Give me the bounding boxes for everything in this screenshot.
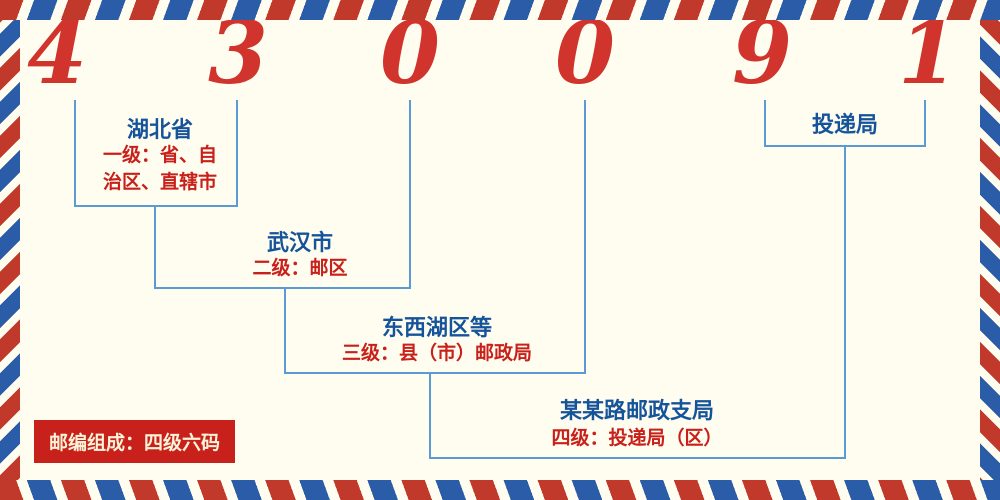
connector-line <box>74 205 238 207</box>
postal-digit-3: 0 <box>380 3 440 104</box>
composition-badge: 邮编组成：四级六码 <box>34 420 236 463</box>
airmail-border-right <box>980 0 1000 500</box>
connector-line <box>236 100 238 206</box>
connector-line <box>284 287 286 374</box>
connector-line <box>764 145 926 147</box>
connector-line <box>844 145 846 459</box>
connector-line <box>154 205 156 289</box>
postal-digit-4: 0 <box>555 3 615 104</box>
connector-line <box>284 372 586 374</box>
level1-desc-line2: 治区、直辖市 <box>102 171 218 193</box>
level1-desc: 一级：省、自 治区、直辖市 <box>103 142 217 196</box>
connector-line <box>429 372 431 459</box>
connector-line <box>409 100 411 289</box>
connector-line <box>584 100 586 374</box>
delivery-bureau-title: 投递局 <box>811 113 879 138</box>
postal-digit-5: 9 <box>732 3 792 104</box>
connector-line <box>74 100 76 206</box>
level3-title: 东西湖区等 <box>381 316 493 341</box>
connector-line <box>924 100 926 147</box>
postal-digit-2: 3 <box>208 3 268 104</box>
level2-title: 武汉市 <box>266 231 334 256</box>
level1-desc-line1: 一级：省、自 <box>102 144 218 166</box>
level3-desc: 三级：县（市）邮政局 <box>341 342 533 364</box>
level4-title: 某某路邮政支局 <box>559 399 715 424</box>
postal-digit-6: 1 <box>898 3 958 104</box>
level2-desc: 二级：邮区 <box>252 257 348 279</box>
airmail-border-top <box>0 0 1000 20</box>
airmail-border-bottom <box>0 480 1000 500</box>
level1-title: 湖北省 <box>126 118 194 143</box>
level4-desc: 四级：投递局（区） <box>551 427 723 449</box>
airmail-border-left <box>0 0 20 500</box>
postal-digit-1: 4 <box>27 3 87 104</box>
connector-line <box>429 457 846 459</box>
connector-line <box>764 100 766 147</box>
connector-line <box>154 287 411 289</box>
